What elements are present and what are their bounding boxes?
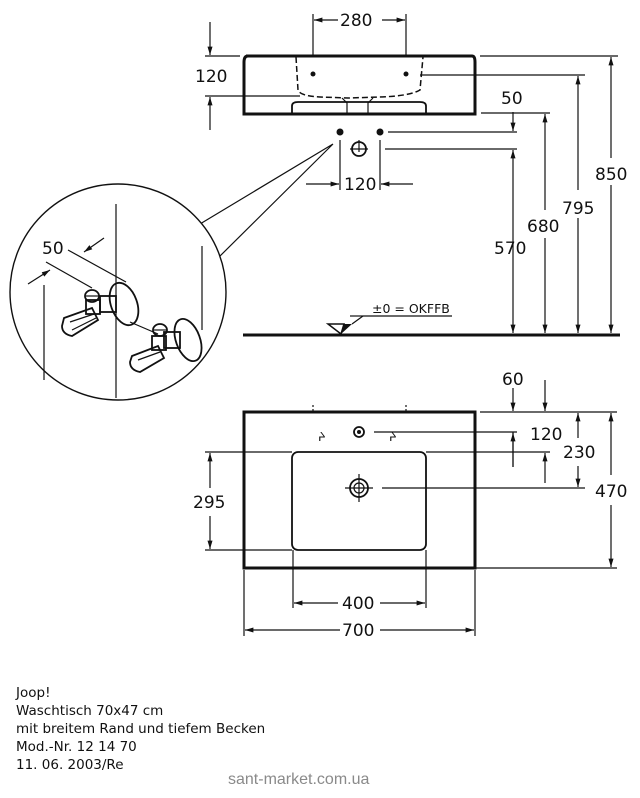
tap-hole-left — [310, 71, 316, 77]
product-name: Waschtisch 70x47 cm — [16, 703, 164, 719]
valve-left — [336, 128, 344, 136]
brand-name: Joop! — [16, 685, 51, 701]
dim-drain-from-edge: 230 — [563, 443, 595, 463]
valve-symbol-left: ᔨ — [318, 430, 326, 444]
basin-bowl-outline — [291, 451, 427, 551]
dim-height-795: 795 — [562, 199, 594, 219]
floor-reference-label: ±0 = OKFFB — [372, 301, 450, 316]
detail-view: 50 — [9, 143, 334, 401]
top-view: ᔨ ᔨ 60 120 230 470 — [193, 370, 627, 641]
valve-symbol-right: ᔨ — [389, 430, 397, 444]
detail-circle — [9, 183, 227, 401]
drain-trap-outline — [341, 97, 374, 113]
dim-valve-offset: 50 — [501, 89, 523, 109]
angle-valve-icon — [61, 281, 140, 337]
dim-height-850: 850 — [595, 165, 627, 185]
tap-hole-right — [403, 71, 409, 77]
angle-valve-icon — [129, 318, 203, 373]
dim-tap-from-edge: 60 — [502, 370, 524, 390]
dim-tap-row: 120 — [530, 425, 562, 445]
detail-leader-lines — [189, 143, 334, 259]
dim-basin-width: 400 — [342, 594, 374, 614]
hidden-bowl-line — [295, 56, 424, 99]
model-number: Mod.-Nr. 12 14 70 — [16, 739, 137, 755]
dim-total-depth: 470 — [595, 482, 627, 502]
basin-base — [291, 101, 427, 113]
dim-rim-height: 120 — [195, 67, 227, 87]
watermark: sant-market.com.ua — [228, 771, 370, 788]
product-description: mit breitem Rand und tiefem Becken — [16, 721, 266, 737]
dim-valve-depth: 50 — [42, 239, 64, 259]
drawing-date: 11. 06. 2003/Re — [16, 757, 124, 773]
dim-height-680: 680 — [527, 217, 559, 237]
dim-tap-spacing: 280 — [340, 11, 372, 31]
valve-right — [376, 128, 384, 136]
side-view: 280 120 120 50 570 680 — [195, 11, 627, 337]
dim-valve-height: 570 — [494, 239, 526, 259]
basin-top-outline — [242, 410, 477, 570]
basin-side-outline — [242, 54, 477, 116]
dim-valve-spacing: 120 — [344, 175, 376, 195]
title-block: Joop! Waschtisch 70x47 cm mit breitem Ra… — [16, 684, 265, 774]
tap-hole — [353, 426, 365, 438]
dim-basin-depth: 295 — [193, 493, 225, 513]
dim-total-width: 700 — [342, 621, 374, 641]
